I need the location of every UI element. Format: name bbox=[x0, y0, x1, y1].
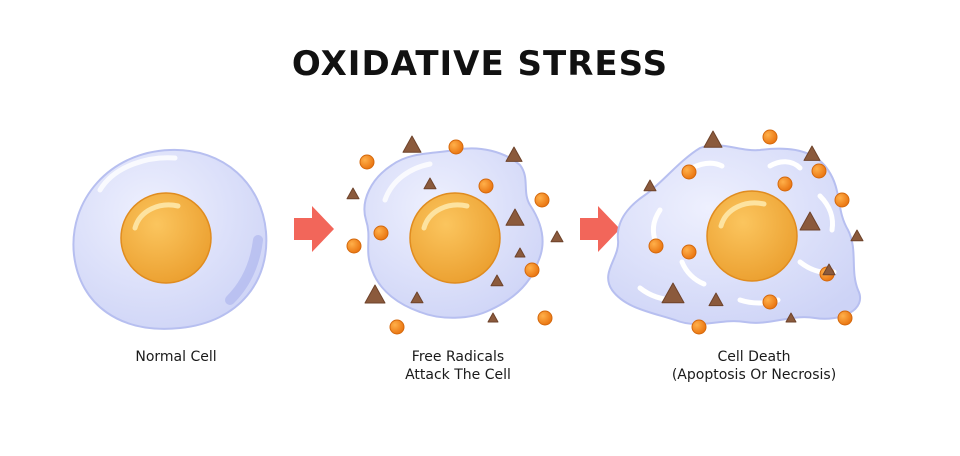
free-radical-brown-icon bbox=[708, 292, 724, 307]
free-radical-orange-icon bbox=[762, 129, 778, 145]
free-radical-brown-icon bbox=[487, 312, 499, 323]
free-radical-orange-icon bbox=[478, 178, 494, 194]
free-radical-brown-icon bbox=[505, 146, 523, 162]
free-radicals bbox=[346, 129, 864, 335]
attacked-cell bbox=[363, 147, 544, 319]
stage-caption-cell-death: Cell Death (Apoptosis Or Necrosis) bbox=[614, 348, 894, 384]
membrane-fragment bbox=[689, 160, 725, 171]
free-radical-orange-icon bbox=[837, 310, 853, 326]
free-radical-brown-icon bbox=[402, 135, 422, 153]
free-radical-orange-icon bbox=[534, 192, 550, 208]
membrane-fragment bbox=[679, 259, 707, 287]
caption-line: (Apoptosis Or Necrosis) bbox=[671, 367, 837, 383]
free-radical-orange-icon bbox=[346, 238, 362, 254]
caption-line: Free Radicals bbox=[411, 349, 505, 365]
nucleus-highlight bbox=[132, 202, 181, 231]
normal-cell bbox=[72, 148, 268, 330]
free-radical-brown-icon bbox=[423, 177, 437, 190]
free-radical-orange-icon bbox=[834, 192, 850, 208]
free-radical-orange-icon bbox=[811, 163, 827, 179]
free-radical-brown-icon bbox=[490, 274, 504, 287]
free-radical-brown-icon bbox=[803, 145, 821, 161]
nucleus-highlight bbox=[421, 202, 470, 231]
free-radical-orange-icon bbox=[359, 154, 375, 170]
free-radical-brown-icon bbox=[799, 211, 821, 231]
free-radical-brown-icon bbox=[364, 284, 386, 304]
free-radical-brown-icon bbox=[410, 291, 424, 304]
free-radical-brown-icon bbox=[514, 247, 526, 258]
free-radical-brown-icon bbox=[850, 229, 864, 242]
free-radical-orange-icon bbox=[448, 139, 464, 155]
free-radical-orange-icon bbox=[524, 262, 540, 278]
free-radical-brown-icon bbox=[703, 130, 723, 148]
free-radical-brown-icon bbox=[661, 282, 685, 304]
free-radical-orange-icon bbox=[389, 319, 405, 335]
nucleus-highlight bbox=[718, 200, 767, 229]
cell-highlight bbox=[382, 161, 433, 203]
free-radical-orange-icon bbox=[762, 294, 778, 310]
free-radical-orange-icon bbox=[373, 225, 389, 241]
free-radical-brown-icon bbox=[785, 312, 797, 323]
membrane-fragment bbox=[767, 159, 803, 171]
arrow-right-icon bbox=[294, 206, 334, 252]
caption-line: Cell Death bbox=[717, 349, 791, 365]
stage-caption-free-radicals: Free Radicals Attack The Cell bbox=[318, 348, 598, 384]
diagram-title: OXIDATIVE STRESS bbox=[291, 44, 669, 84]
free-radical-brown-icon bbox=[643, 179, 657, 192]
free-radical-orange-icon bbox=[691, 319, 707, 335]
arrow-right-icon bbox=[580, 206, 620, 252]
free-radical-orange-icon bbox=[648, 238, 664, 254]
free-radical-brown-icon bbox=[505, 208, 525, 226]
free-radical-brown-icon bbox=[822, 263, 836, 276]
dying-cell bbox=[607, 144, 861, 326]
caption-line: Attack The Cell bbox=[405, 367, 511, 383]
cell-highlight bbox=[97, 155, 178, 193]
free-radical-orange-icon bbox=[777, 176, 793, 192]
free-radical-orange-icon bbox=[681, 244, 697, 260]
free-radical-brown-icon bbox=[346, 187, 360, 200]
free-radical-brown-icon bbox=[550, 230, 564, 243]
membrane-fragment bbox=[817, 193, 835, 233]
stage-caption-normal-cell: Normal Cell bbox=[36, 348, 316, 366]
free-radical-orange-icon bbox=[537, 310, 553, 326]
caption-line: Normal Cell bbox=[135, 349, 217, 365]
cell-shadow bbox=[225, 235, 263, 305]
free-radical-orange-icon bbox=[681, 164, 697, 180]
